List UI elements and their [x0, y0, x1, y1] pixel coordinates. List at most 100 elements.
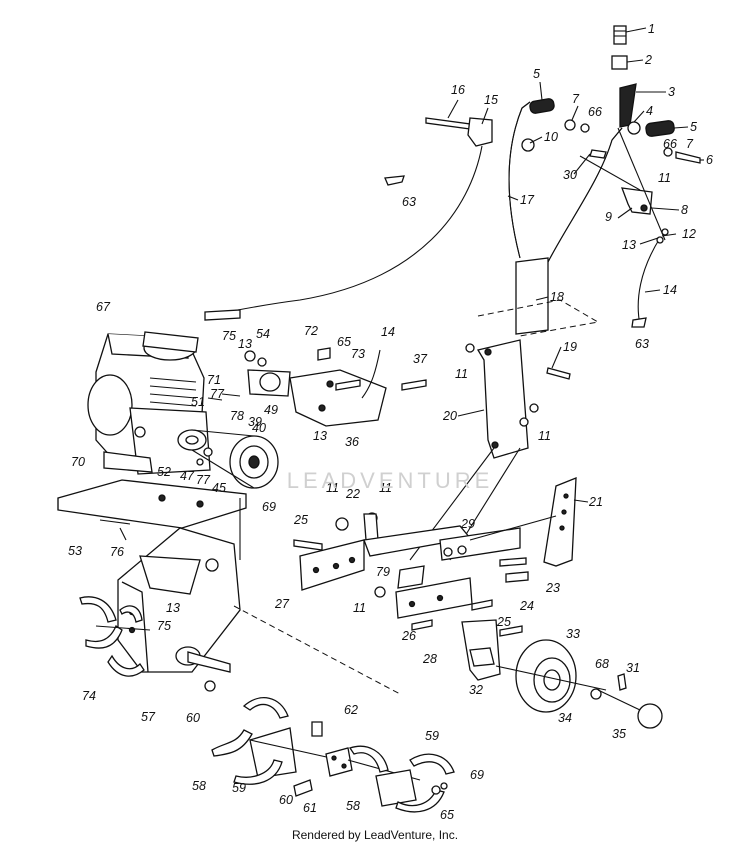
pulley-belt: [177, 347, 427, 489]
callout-33: 33: [566, 627, 580, 641]
callout-13: 13: [313, 429, 327, 443]
callout-58: 58: [192, 779, 206, 793]
callout-65: 65: [440, 808, 454, 822]
callout-76: 76: [110, 545, 124, 559]
callout-11: 11: [538, 429, 551, 443]
callout-5: 5: [690, 120, 697, 134]
handle-support: [409, 257, 600, 561]
callout-13: 13: [238, 337, 252, 351]
callout-47: 47: [180, 469, 195, 483]
watermark: LEADVENTURE: [286, 468, 494, 493]
callout-59: 59: [232, 781, 246, 795]
credit-text: Rendered by LeadVenture, Inc.: [291, 828, 459, 842]
callout-68: 68: [595, 657, 609, 671]
callout-63: 63: [635, 337, 649, 351]
callout-17: 17: [520, 193, 535, 207]
callout-19: 19: [563, 340, 577, 354]
callout-22: 22: [345, 487, 360, 501]
callout-25: 25: [496, 615, 511, 629]
callout-61: 61: [303, 801, 317, 815]
callout-32: 32: [469, 683, 483, 697]
callout-66: 66: [588, 105, 602, 119]
callout-49: 49: [264, 403, 278, 417]
wheel-assembly: [461, 619, 663, 729]
callout-62: 62: [344, 703, 358, 717]
callout-23: 23: [545, 581, 560, 595]
callout-27: 27: [274, 597, 290, 611]
callout-79: 79: [376, 565, 390, 579]
callout-54: 54: [256, 327, 270, 341]
callout-15: 15: [484, 93, 498, 107]
transmission: [117, 527, 401, 695]
callout-45: 45: [212, 481, 226, 495]
tines-left: [79, 596, 151, 677]
callout-20: 20: [442, 409, 457, 423]
shield: [57, 479, 247, 560]
callout-24: 24: [519, 599, 534, 613]
callout-71: 71: [207, 373, 221, 387]
callout-74: 74: [82, 689, 96, 703]
frame-plates: [293, 477, 577, 637]
callout-60: 60: [279, 793, 293, 807]
callout-77: 77: [210, 387, 225, 401]
callout-31: 31: [626, 661, 640, 675]
callout-13: 13: [166, 601, 180, 615]
callout-6: 6: [706, 153, 713, 167]
callout-18: 18: [550, 290, 564, 304]
handle-assembly: [204, 25, 701, 328]
callout-11: 11: [658, 171, 671, 185]
callout-9: 9: [605, 210, 612, 224]
callout-34: 34: [558, 711, 572, 725]
callout-12: 12: [682, 227, 696, 241]
callout-21: 21: [588, 495, 603, 509]
callout-16: 16: [451, 83, 465, 97]
callout-72: 72: [304, 324, 318, 338]
callout-25: 25: [293, 513, 308, 527]
callout-52: 52: [157, 465, 171, 479]
callout-58: 58: [346, 799, 360, 813]
callout-78: 78: [230, 409, 244, 423]
callout-26: 26: [401, 629, 416, 643]
callout-51: 51: [191, 395, 205, 409]
callout-5: 5: [533, 67, 540, 81]
callout-53: 53: [68, 544, 82, 558]
callout-3: 3: [668, 85, 675, 99]
callout-75: 75: [157, 619, 171, 633]
callout-2: 2: [644, 53, 652, 67]
callout-67: 67: [96, 300, 111, 314]
callout-60: 60: [186, 711, 200, 725]
callout-69: 69: [470, 768, 484, 782]
callout-14: 14: [663, 283, 677, 297]
callout-11: 11: [353, 601, 366, 615]
callout-11: 11: [455, 367, 468, 381]
callout-39: 39: [248, 415, 262, 429]
callout-36: 36: [345, 435, 359, 449]
engine: [87, 331, 211, 475]
callout-8: 8: [681, 203, 688, 217]
callout-75: 75: [222, 329, 236, 343]
callout-13: 13: [622, 238, 636, 252]
callout-29: 29: [460, 517, 475, 531]
leader-lines: [447, 27, 704, 503]
callout-7: 7: [686, 137, 694, 151]
callout-65: 65: [337, 335, 351, 349]
callout-73: 73: [351, 347, 365, 361]
callout-77: 77: [196, 473, 211, 487]
callout-30: 30: [563, 168, 577, 182]
callout-11: 11: [379, 481, 392, 495]
callout-70: 70: [71, 455, 85, 469]
callout-7: 7: [572, 92, 580, 106]
callout-4: 4: [646, 104, 653, 118]
callout-69: 69: [262, 500, 276, 514]
callout-11: 11: [326, 481, 339, 495]
callout-40: 40: [252, 421, 266, 435]
callout-10: 10: [544, 130, 558, 144]
callout-1: 1: [648, 22, 655, 36]
callout-28: 28: [422, 652, 437, 666]
callout-37: 37: [413, 352, 428, 366]
tines-bottom: [211, 697, 455, 813]
part-labels: 1 2 3 4 5 5 6 7 7 8 9 10 11 11 11 11 11 …: [68, 22, 713, 822]
callout-14: 14: [381, 325, 395, 339]
callout-59: 59: [425, 729, 439, 743]
